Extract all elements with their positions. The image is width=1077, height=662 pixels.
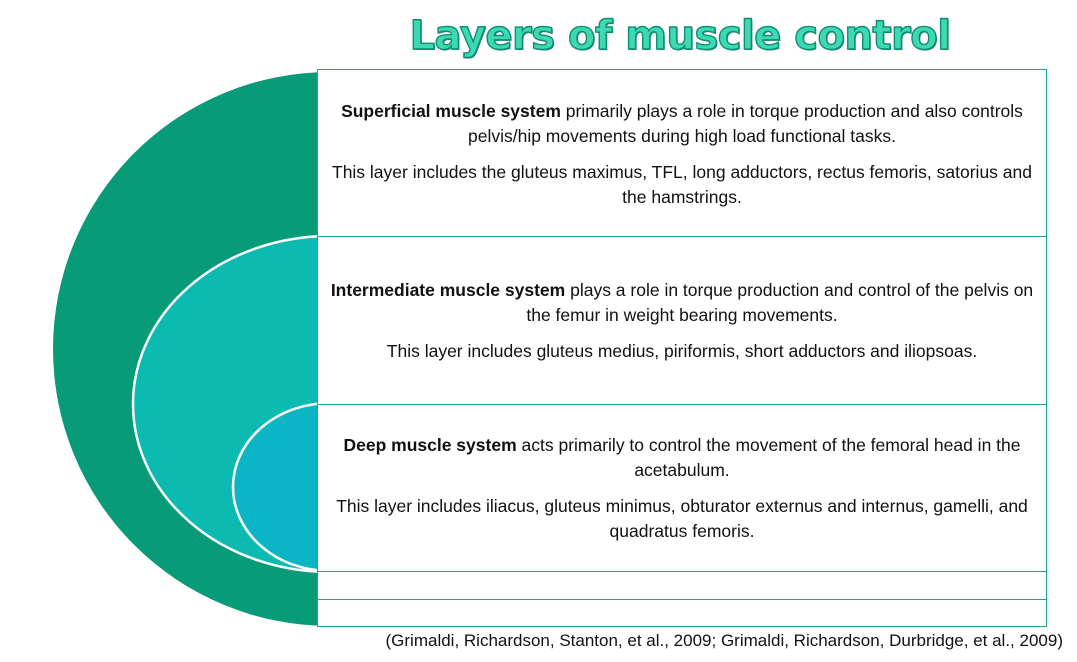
intermediate-layer-heading: Intermediate muscle system: [330, 280, 566, 300]
superficial-layer-heading: Superficial muscle system: [341, 101, 561, 121]
citation: (Grimaldi, Richardson, Stanton, et al., …: [385, 631, 1064, 650]
deep-layer-heading: Deep muscle system: [343, 435, 517, 455]
superficial-layer-text: Superficial muscle system primarily play…: [318, 99, 1046, 221]
superficial-layer-summary: Superficial muscle system primarily play…: [318, 99, 1046, 149]
intermediate-layer-description: plays a role in torque production and co…: [526, 280, 1034, 325]
intermediate-layer-text: Intermediate muscle system plays a role …: [318, 278, 1046, 375]
superficial-layer-description: primarily plays a role in torque product…: [467, 101, 1023, 146]
superficial-layer-includes: This layer includes the gluteus maximus,…: [332, 162, 1032, 207]
superficial-layer-panel: Superficial muscle system primarily play…: [317, 69, 1047, 237]
empty-row-panel-1: [317, 571, 1047, 600]
page-title: Layers of muscle control: [409, 12, 952, 59]
deep-layer-summary: Deep muscle system acts primarily to con…: [318, 433, 1046, 483]
deep-layer-includes: This layer includes iliacus, gluteus min…: [336, 496, 1028, 541]
deep-layer-description: acts primarily to control the movement o…: [516, 435, 1021, 480]
intermediate-layer-summary: Intermediate muscle system plays a role …: [318, 278, 1046, 328]
intermediate-layer-includes: This layer includes gluteus medius, piri…: [386, 341, 978, 361]
deep-layer-text: Deep muscle system acts primarily to con…: [318, 433, 1046, 555]
inner-layer-arc: [231, 401, 332, 573]
empty-row-panel-2: [317, 599, 1047, 627]
deep-layer-panel: Deep muscle system acts primarily to con…: [317, 404, 1047, 572]
intermediate-layer-panel: Intermediate muscle system plays a role …: [317, 236, 1047, 405]
